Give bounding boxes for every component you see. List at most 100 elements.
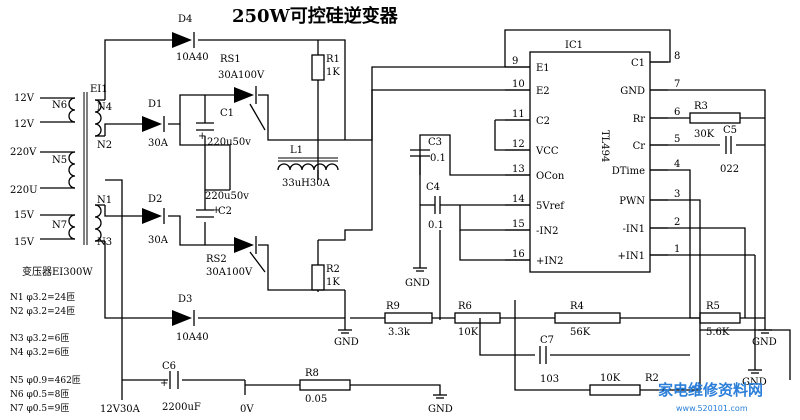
cap-c3-label: C3 — [428, 137, 442, 148]
winding-note: N7 φ0.5=9匝 — [10, 403, 69, 414]
resistor-r3-value: 30K — [694, 129, 715, 140]
capacitor-c6: + — [160, 371, 179, 389]
svg-text:+: + — [212, 205, 220, 216]
diode-d4 — [172, 32, 195, 48]
ic-pin-name: -IN2 — [536, 226, 558, 237]
resistor-r6-value: 10K — [458, 327, 479, 338]
ground-symbol — [748, 369, 762, 374]
resistor-r3 — [689, 112, 741, 124]
capacitor-c5 — [725, 136, 732, 154]
ic-pin-name: 5Vref — [536, 201, 565, 212]
ic-pin-number: 14 — [512, 194, 525, 205]
ground-label: GND — [405, 278, 430, 289]
diode-d2 — [142, 208, 165, 224]
ic-pin-name: Rr — [633, 114, 646, 125]
ic-pin-number: 2 — [674, 217, 680, 228]
resistor-r2 — [311, 264, 325, 291]
cap-c2-label: C2 — [218, 206, 232, 217]
cap-c2-value: 220u50v — [205, 191, 249, 202]
winding-n6: N6 — [52, 100, 67, 111]
cap-c3-value: 0.1 — [430, 153, 446, 164]
ground-symbol — [338, 329, 352, 334]
diode-d2-label: D2 — [148, 194, 162, 205]
diode-d4-value: 10A40 — [176, 52, 209, 63]
capacitor-c7 — [539, 346, 547, 364]
ic-pin-number: 12 — [512, 139, 525, 150]
resistor-r2-bottom — [589, 384, 641, 396]
ic-pin-name: +IN1 — [618, 251, 645, 262]
resistor-r4-label: R4 — [570, 301, 584, 312]
watermark-text: 家电维修资料网 — [658, 381, 763, 399]
svg-text:+: + — [160, 378, 168, 389]
winding-note: N2 φ3.2=24匝 — [10, 306, 75, 317]
ic-pin-number: 1 — [674, 244, 680, 255]
resistor-r1-value: 1K — [326, 67, 340, 78]
resistor-r6-label: R6 — [458, 301, 472, 312]
transformer — [40, 92, 105, 245]
resistor-r9-label: R9 — [386, 301, 400, 312]
ic-pin-number: 4 — [674, 159, 680, 170]
ic-pin-name: C1 — [631, 58, 645, 69]
diode-d3-label: D3 — [178, 294, 192, 305]
wiring — [104, 29, 791, 400]
winding-note: N3 φ3.2=6匝 — [10, 333, 69, 344]
scr-rs1-value: 30A100V — [218, 70, 265, 81]
ground-symbol — [758, 329, 772, 334]
ic-pin-name: E2 — [536, 86, 550, 97]
ground-label: GND — [742, 377, 767, 388]
ic-pin-name: C2 — [536, 116, 550, 127]
ic-tl494 — [529, 51, 651, 273]
watermark: 家电维修资料网 www.520101.com — [658, 381, 763, 413]
ground-label: GND — [752, 337, 777, 348]
winding-note: N5 φ0.9=462匝 — [10, 375, 81, 386]
ic-pin-number: 16 — [512, 249, 525, 260]
winding-note: N6 φ0.5=8匝 — [10, 389, 69, 400]
svg-text:+: + — [198, 131, 206, 142]
capacitor-c3 — [410, 149, 430, 165]
voltage-label: 12V — [14, 119, 35, 130]
capacitor-c2 — [196, 209, 214, 218]
diode-d1-value: 30A — [148, 138, 169, 149]
cap-c6-label: C6 — [162, 361, 176, 372]
resistor-r8-label: R8 — [305, 368, 319, 379]
ic-pin-number: 7 — [674, 79, 680, 90]
ic-pin-name: Cr — [633, 141, 646, 152]
rail-0v: 0V — [240, 404, 254, 415]
cap-c1-value: 220u50v — [207, 137, 251, 148]
diode-d1 — [142, 116, 165, 132]
diode-d3-value: 10A40 — [176, 332, 209, 343]
inductor-value: 33uH30A — [282, 178, 331, 189]
resistor-r3-label: R3 — [694, 101, 708, 112]
resistor-r8 — [299, 379, 351, 391]
tap-n2: N2 — [97, 140, 112, 151]
transformer-name: EI1 — [90, 84, 108, 95]
diagram-title: 250W可控硅逆变器 — [232, 5, 399, 27]
resistor-r9 — [384, 312, 433, 324]
cap-c4-value: 0.1 — [428, 220, 444, 231]
ic-pin-name: VCC — [535, 146, 559, 157]
ic-pin-number: 5 — [674, 134, 680, 145]
ic-pin-number: 9 — [512, 56, 518, 67]
resistor-r2-label: R2 — [326, 264, 340, 275]
tap-n1: N1 — [97, 195, 112, 206]
diode-d1-label: D1 — [148, 99, 162, 110]
inductor-label: L1 — [290, 145, 303, 156]
voltage-label: 220U — [10, 185, 38, 196]
cap-c7-label: C7 — [540, 335, 554, 346]
scr-rs2 — [234, 236, 257, 254]
transformer-label: 变压器EI300W — [22, 265, 93, 278]
resistor-r9-value: 3.3k — [388, 327, 411, 338]
cap-c6-value: 2200uF — [162, 402, 201, 413]
scr-rs1-label: RS1 — [220, 54, 241, 65]
voltage-label: 220V — [10, 147, 37, 158]
diode-d3 — [172, 310, 195, 326]
resistor-r2b-value: 10K — [600, 373, 621, 384]
resistor-r2-value: 1K — [326, 277, 340, 288]
ic-pin-name: +IN2 — [536, 256, 563, 267]
ic-pin-number: 6 — [674, 107, 680, 118]
resistor-r1 — [311, 54, 325, 81]
ic-pin-name: E1 — [536, 63, 550, 74]
ic-pin-number: 11 — [512, 109, 525, 120]
